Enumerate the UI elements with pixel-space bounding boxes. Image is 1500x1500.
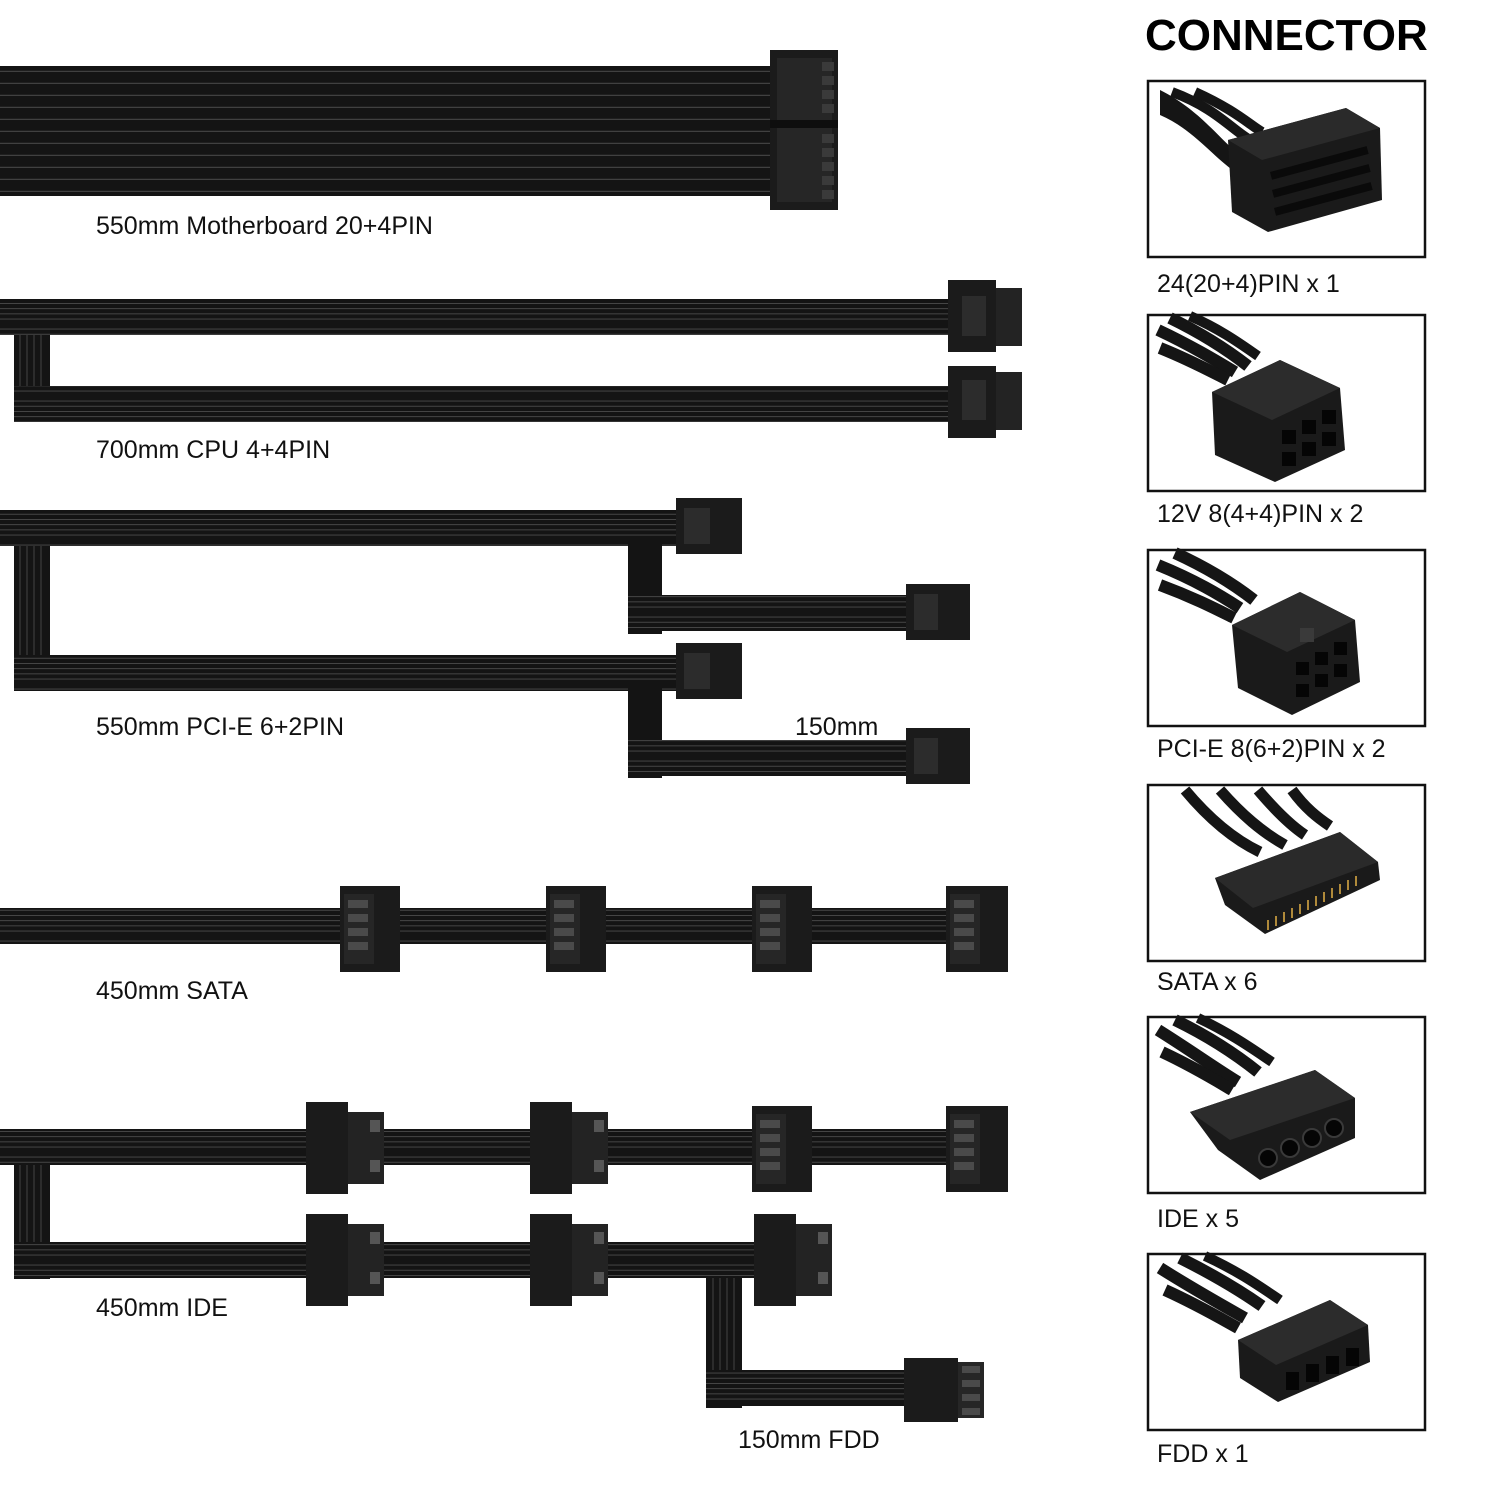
connector-caption-sata: SATA x 6 [1157,968,1258,996]
pcie-branch-label: 150mm [795,713,878,741]
pcie-6pin-plug-1 [676,498,742,554]
connector-card-fdd: FDD x 1 [1146,1251,1427,1468]
sata-cable: 450mm SATA [0,886,1008,1005]
pcie-branch-1 [628,595,918,631]
atx-24pin-connector-icon [1160,87,1382,232]
connector-panel-title: CONNECTOR [1145,11,1428,60]
ide-plug-4 [530,1214,608,1306]
connector-card-sata: SATA x 6 [1146,783,1427,996]
cpu-cable: 700mm CPU 4+4PIN [0,280,1022,464]
pcie-6pin-plug-2 [676,643,742,699]
atx-24pin-plug [770,50,838,210]
connector-card-eps: 12V 8(4+4)PIN x 2 [1146,311,1427,528]
fdd-plug [904,1358,984,1422]
ide-cable: 450mm IDE 150mm FDD [0,1102,1008,1454]
ide-cable-label: 450mm IDE [96,1294,228,1322]
connector-card-ide: IDE x 5 [1146,1013,1427,1233]
pcie-2pin-plug-1 [906,584,970,640]
ide-plug-1 [306,1102,384,1194]
motherboard-cable: 550mm Motherboard 20+4PIN [0,50,838,240]
connector-card-pcie: PCI-E 8(6+2)PIN x 2 [1146,547,1427,763]
cpu-ribbon-second [14,386,960,422]
ide-sata-plug-2 [946,1106,1008,1192]
fdd-cable-label: 150mm FDD [738,1426,880,1454]
fdd-connector-icon [1156,1251,1370,1402]
connector-caption-24pin: 24(20+4)PIN x 1 [1157,270,1340,298]
ide-plug-5 [754,1214,832,1306]
sata-plug-1 [340,886,400,972]
motherboard-cable-label: 550mm Motherboard 20+4PIN [96,212,433,240]
eps-8pin-connector-icon [1155,311,1345,482]
cpu-ribbon-main [0,299,960,335]
connector-panel: CONNECTOR 24(20+4)PIN x 1 [1145,11,1428,1468]
pcie-ribbon-main [0,510,690,546]
sata-plug-4 [946,886,1008,972]
molex-ide-connector-icon [1154,1013,1355,1180]
sata-plug-2 [546,886,606,972]
pcie-cable: 550mm PCI-E 6+2PIN 150mm [0,498,970,784]
connector-card-24pin: 24(20+4)PIN x 1 [1146,79,1427,298]
cpu-4pin-plug-1 [948,280,1022,352]
pcie-cable-label: 550mm PCI-E 6+2PIN [96,713,344,741]
connector-caption-eps: 12V 8(4+4)PIN x 2 [1157,500,1363,528]
pcie-8pin-connector-icon [1155,547,1360,715]
ide-plug-3 [306,1214,384,1306]
cpu-cable-label: 700mm CPU 4+4PIN [96,436,330,464]
pcie-ribbon-second [14,655,690,691]
pcie-branch-2 [628,740,918,776]
sata-cable-label: 450mm SATA [96,977,248,1005]
connector-caption-pcie: PCI-E 8(6+2)PIN x 2 [1157,735,1386,763]
connector-caption-fdd: FDD x 1 [1157,1440,1249,1468]
ide-plug-2 [530,1102,608,1194]
pcie-2pin-plug-2 [906,728,970,784]
connector-caption-ide: IDE x 5 [1157,1205,1239,1233]
sata-ribbon [0,908,1000,944]
sata-plug-3 [752,886,812,972]
ide-ribbon-main [0,1129,1000,1165]
sata-connector-icon [1180,786,1380,934]
motherboard-ribbon [0,66,785,196]
ide-sata-plug-1 [752,1106,812,1192]
fdd-ribbon [706,1370,916,1406]
ide-ribbon-second [14,1242,814,1278]
cpu-4pin-plug-2 [948,366,1022,438]
